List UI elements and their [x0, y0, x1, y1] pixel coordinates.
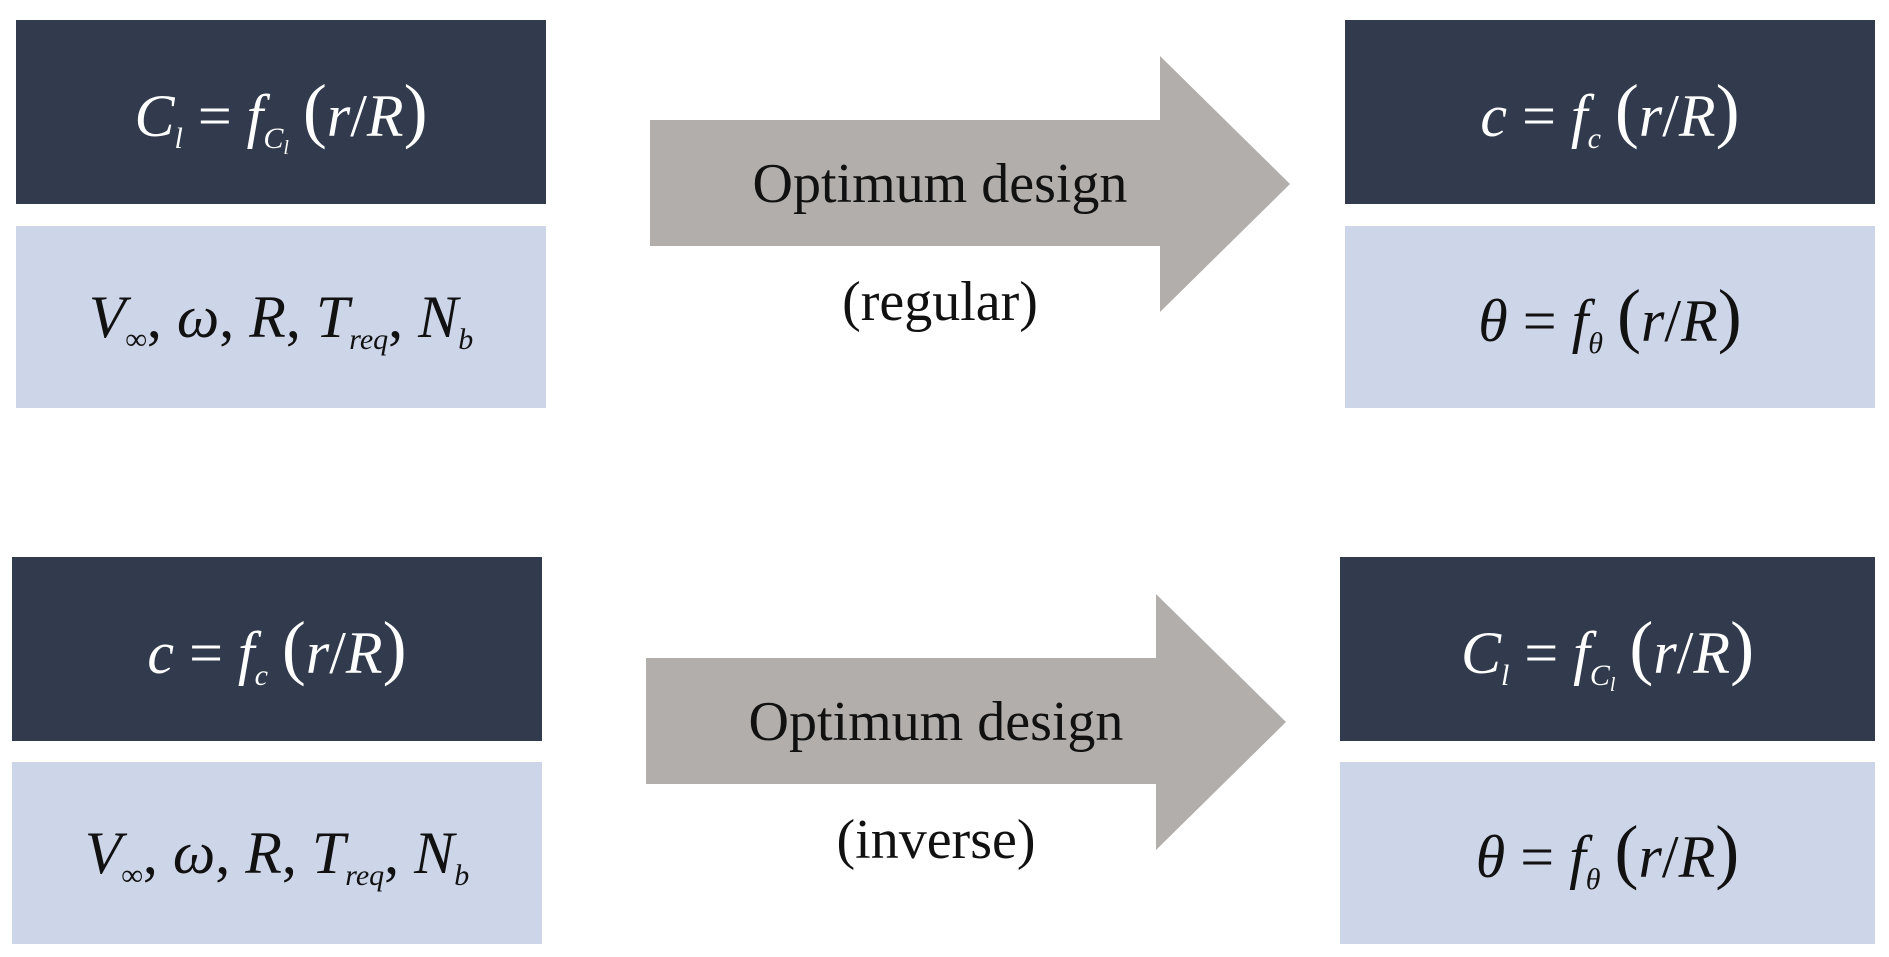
inverse-output-lift-coefficient-box: Cl = fCl(r/R)	[1340, 557, 1875, 741]
inverse-arrow-label-line1: Optimum design	[748, 691, 1124, 753]
regular-output-chord-box: c = fc(r/R)	[1345, 20, 1875, 204]
regular-input-parameters-box: V∞, ω, R, Treq, Nb	[16, 226, 546, 408]
regular-input-lift-coefficient-box: Cl = fCl(r/R)	[16, 20, 546, 204]
inverse-input-chord-formula: c = fc(r/R)	[147, 607, 407, 692]
inverse-output-twist-formula: θ = fθ(r/R)	[1475, 811, 1740, 896]
inverse-arrow-label-line2: (inverse)	[836, 809, 1036, 871]
regular-arrow-label-line1: Optimum design	[752, 153, 1128, 215]
inverse-arrow-shape	[646, 594, 1286, 850]
regular-output-twist-box: θ = fθ(r/R)	[1345, 226, 1875, 408]
inverse-optimum-design-arrow: Optimum design (inverse)	[646, 594, 1286, 871]
regular-optimum-design-arrow: Optimum design (regular)	[650, 56, 1290, 333]
inverse-output-twist-box: θ = fθ(r/R)	[1340, 762, 1875, 944]
regular-output-chord-formula: c = fc(r/R)	[1480, 70, 1740, 155]
inverse-input-parameters-box: V∞, ω, R, Treq, Nb	[12, 762, 542, 944]
regular-output-twist-formula: θ = fθ(r/R)	[1478, 275, 1742, 360]
inverse-input-parameters-formula: V∞, ω, R, Treq, Nb	[84, 820, 470, 892]
regular-arrow-label-line2: (regular)	[842, 271, 1038, 333]
regular-input-lift-coefficient-formula: Cl = fCl(r/R)	[134, 70, 428, 159]
inverse-input-chord-box: c = fc(r/R)	[12, 557, 542, 741]
regular-input-parameters-formula: V∞, ω, R, Treq, Nb	[88, 284, 474, 356]
inverse-output-lift-coefficient-formula: Cl = fCl(r/R)	[1460, 607, 1755, 696]
regular-arrow-shape	[650, 56, 1290, 312]
